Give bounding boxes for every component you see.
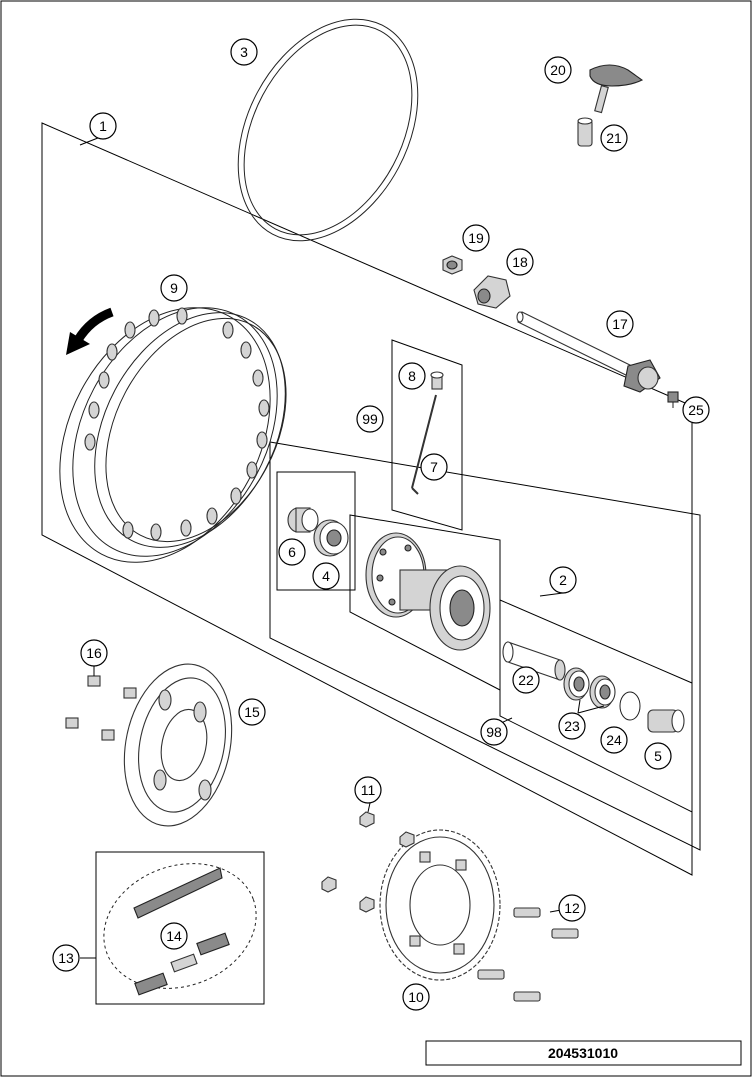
callout-19-label: 19 [468,230,484,246]
callout-20: 20 [544,56,572,84]
brake-disc [123,663,233,827]
callout-21: 21 [600,124,628,152]
bushing [287,507,319,533]
bearing-group-outline [276,471,356,591]
spacer-group-outline [499,599,693,813]
callout-24-label: 24 [606,732,622,748]
callout-5: 5 [644,742,672,770]
axle [516,311,661,393]
callout-13: 13 [52,944,80,972]
bearing [313,519,349,557]
callout-20-label: 20 [550,62,566,78]
callout-19: 19 [462,224,490,252]
callout-1: 1 [89,112,117,140]
rim [59,307,287,563]
callout-17: 17 [606,310,634,338]
callout-18: 18 [506,248,534,276]
callout-5-label: 5 [654,748,662,764]
callout-9: 9 [160,274,188,302]
spacer-sleeve [502,641,566,681]
callout-2: 2 [549,566,577,594]
callout-25-label: 25 [688,402,704,418]
callout-23-label: 23 [564,718,580,734]
callout-7-label: 7 [430,459,438,475]
callout-15: 15 [238,698,266,726]
rotation-arrow-icon [74,307,114,343]
callout-3: 3 [230,38,258,66]
callout-21-label: 21 [606,130,622,146]
distance-bushing [647,709,685,733]
callout-11: 11 [354,776,382,804]
sprocket-screws [477,907,579,1002]
callout-18-label: 18 [512,254,528,270]
callout-9-label: 9 [170,280,178,296]
callout-25: 25 [682,396,710,424]
callout-99: 99 [356,405,384,433]
callout-3-label: 3 [240,44,248,60]
callout-13-label: 13 [58,950,74,966]
spoke-nipple [430,371,444,390]
callout-6-label: 6 [288,544,296,560]
arrow-head-icon [66,332,90,355]
axle-screw [667,391,679,408]
callout-14: 14 [160,922,188,950]
callout-14-label: 14 [166,928,182,944]
chain-joint [170,953,198,973]
callout-10-label: 10 [408,989,424,1005]
retaining-ring [619,691,641,721]
callout-8: 8 [398,362,426,390]
callout-22-label: 22 [518,672,534,688]
callout-99-label: 99 [362,411,378,427]
callout-12: 12 [558,894,586,922]
wheel-assembly-outline [41,122,693,876]
chain [103,863,257,996]
axle-nut [442,255,463,275]
callout-98-label: 98 [486,724,502,740]
callout-12-label: 12 [564,900,580,916]
callout-16-label: 16 [86,645,102,661]
sprocket-nuts [321,811,415,913]
callout-8-label: 8 [408,368,416,384]
callout-16: 16 [80,639,108,667]
callout-1-label: 1 [99,118,107,134]
hub-bearing [563,667,616,709]
callout-7: 7 [420,453,448,481]
hub-assembly-outline [269,441,701,851]
chain-group-outline [95,851,265,1005]
tire-ring [237,18,419,242]
callout-6: 6 [278,538,306,566]
callout-17-label: 17 [612,316,628,332]
document-number-box: 204531010 [425,1040,742,1066]
callout-2-label: 2 [559,572,567,588]
callout-24: 24 [600,726,628,754]
callout-23: 23 [558,712,586,740]
callout-22: 22 [512,666,540,694]
callout-11-label: 11 [361,782,376,798]
document-number: 204531010 [548,1045,618,1061]
spoke-group-outline [391,339,463,531]
callout-15-label: 15 [244,704,260,720]
callout-4-label: 4 [322,568,330,584]
callout-98: 98 [480,718,508,746]
callout-4: 4 [312,562,340,590]
disc-screws [65,675,137,741]
callout-10: 10 [402,983,430,1011]
hub [365,532,491,651]
spoke [411,394,437,495]
valve-insert [577,117,593,147]
rear-sprocket [379,829,501,981]
valve-cap [589,64,644,114]
chain-adjuster [473,275,511,309]
